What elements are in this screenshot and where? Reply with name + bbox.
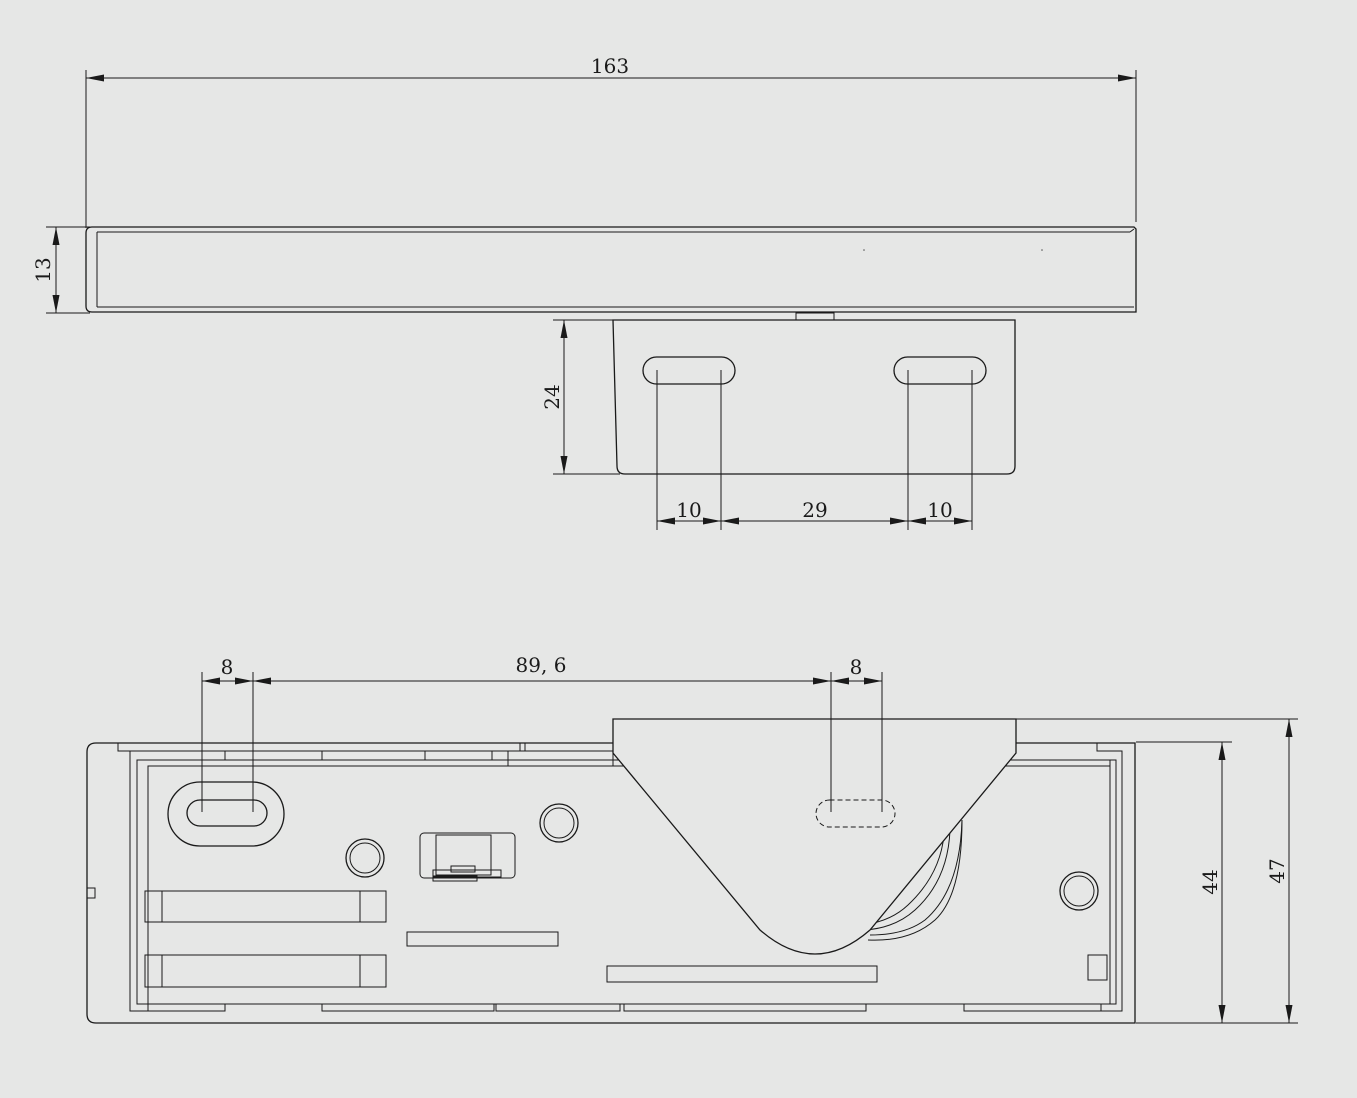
dim-slot-chain: 10 29 10 <box>657 498 972 525</box>
dim-slot-spacing-label: 29 <box>802 498 827 522</box>
dim-slot-left-label: 10 <box>676 498 701 522</box>
round-bosses <box>345 803 1099 911</box>
dim-heights: 44 47 <box>1016 718 1298 1024</box>
top-view: 163 13 <box>31 54 1137 530</box>
bracket-v-plate <box>612 718 1017 955</box>
curved-arm <box>861 819 963 941</box>
bracket-plate <box>612 312 1016 530</box>
dim-hole-spacing-label: 89, 6 <box>516 653 567 677</box>
body-side-view <box>85 226 1137 313</box>
dim-slot-right-label: 10 <box>927 498 952 522</box>
dim-hole-right-label: 8 <box>850 655 863 679</box>
housing-outline <box>86 742 1136 1024</box>
dim-body-height: 13 <box>31 226 90 314</box>
dim-body-height-label: 13 <box>31 257 55 282</box>
dim-overall-height-label: 47 <box>1265 858 1289 883</box>
dim-overall-length: 163 <box>85 54 1137 228</box>
guide-rails <box>144 890 1108 988</box>
dim-hole-chain: 8 89, 6 8 <box>201 653 883 812</box>
bottom-view: 8 89, 6 8 44 47 <box>86 653 1298 1024</box>
dim-bracket-height-label: 24 <box>540 384 564 409</box>
dim-bracket-height: 24 <box>540 319 620 475</box>
dim-overall-length-label: 163 <box>591 54 629 78</box>
dim-hole-left-label: 8 <box>221 655 234 679</box>
mounting-slot-left <box>167 781 285 847</box>
dim-inner-height-label: 44 <box>1198 869 1222 894</box>
connector-block <box>419 832 516 882</box>
